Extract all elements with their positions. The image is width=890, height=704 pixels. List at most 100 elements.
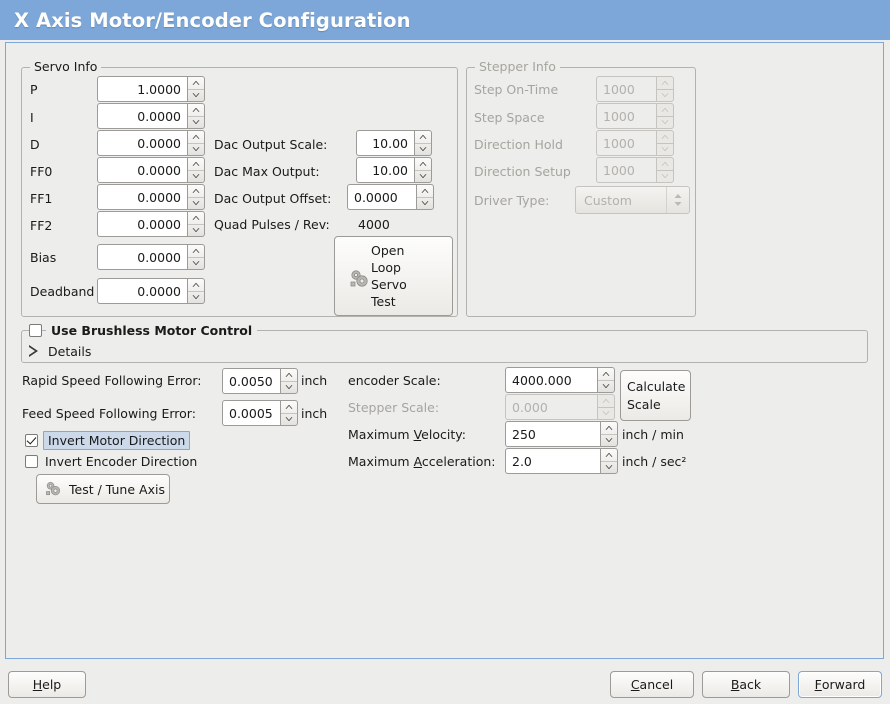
servo-input-d-value[interactable]: 0.0000 [97,130,187,156]
dac-output-offset-stepper[interactable] [416,184,434,210]
gears-icon [347,268,368,287]
spin-down-icon[interactable] [188,116,204,128]
servo-input-ff0-stepper[interactable] [187,157,205,183]
spin-up-icon[interactable] [601,449,617,461]
servo-input-ff0[interactable]: 0.0000 [97,157,205,183]
spin-down-icon[interactable] [598,380,614,392]
spin-up-icon[interactable] [188,212,204,224]
rapid-speed-following-error-value[interactable]: 0.0050 [222,368,280,394]
spin-down-icon[interactable] [417,197,433,209]
feed-error-stepper[interactable] [280,400,298,426]
spin-up-icon[interactable] [188,158,204,170]
spin-down-icon[interactable] [601,434,617,446]
spin-down-icon[interactable] [601,461,617,473]
encoder-scale-input[interactable]: 4000.000 [505,367,615,393]
spin-up-icon[interactable] [188,104,204,116]
servo-input-bias-value[interactable]: 0.0000 [97,244,187,270]
maximum-acceleration-stepper[interactable] [600,448,618,474]
spin-up-icon[interactable] [598,368,614,380]
maximum-velocity-value[interactable]: 250 [505,421,600,447]
servo-input-i-stepper[interactable] [187,103,205,129]
spin-down-icon[interactable] [188,257,204,269]
details-expander[interactable]: Details [28,344,91,359]
servo-input-ff1[interactable]: 0.0000 [97,184,205,210]
spin-up-icon[interactable] [415,131,431,143]
dac-output-scale-value[interactable]: 10.00 [356,130,414,156]
spin-up-icon[interactable] [188,245,204,257]
dac-max-output-value[interactable]: 10.00 [356,157,414,183]
servo-input-i-value[interactable]: 0.0000 [97,103,187,129]
servo-input-d-stepper[interactable] [187,130,205,156]
spin-up-icon[interactable] [281,401,297,413]
maximum-velocity-input[interactable]: 250 [505,421,618,447]
spin-up-icon[interactable] [188,185,204,197]
servo-input-p-stepper[interactable] [187,76,205,102]
servo-input-ff2-stepper[interactable] [187,211,205,237]
encoder-scale-value[interactable]: 4000.000 [505,367,597,393]
feed-speed-following-error-value[interactable]: 0.0005 [222,400,280,426]
spin-down-icon [657,89,673,101]
servo-input-p[interactable]: 1.0000 [97,76,205,102]
spin-down-icon[interactable] [188,170,204,182]
gears-icon [43,480,63,498]
spin-up-icon[interactable] [601,422,617,434]
servo-input-bias[interactable]: 0.0000 [97,244,205,270]
dac-max-output-input[interactable]: 10.00 [356,157,432,183]
rapid-speed-following-error-input[interactable]: 0.0050 [222,368,298,394]
open-loop-servo-test-button[interactable]: Open Loop Servo Test [334,236,453,316]
max-accel-mnemonic: A [413,454,422,469]
maximum-velocity-stepper[interactable] [600,421,618,447]
maximum-acceleration-value[interactable]: 2.0 [505,448,600,474]
chevron-right-icon[interactable] [28,345,40,358]
servo-input-ff0-value[interactable]: 0.0000 [97,157,187,183]
invert-encoder-direction-checkbox[interactable]: Invert Encoder Direction [25,454,197,469]
spin-down-icon[interactable] [281,413,297,425]
spin-down-icon[interactable] [188,143,204,155]
spin-down-icon[interactable] [188,224,204,236]
dac-output-scale-input[interactable]: 10.00 [356,130,432,156]
calculate-scale-line-1: Calculate [627,378,686,394]
spin-down-icon[interactable] [188,197,204,209]
servo-input-ff2-value[interactable]: 0.0000 [97,211,187,237]
spin-up-icon[interactable] [188,131,204,143]
servo-input-p-value[interactable]: 1.0000 [97,76,187,102]
checkbox-box[interactable] [29,324,42,337]
spin-down-icon[interactable] [188,89,204,101]
checkbox-box[interactable] [25,455,38,468]
servo-input-ff1-value[interactable]: 0.0000 [97,184,187,210]
calculate-scale-button[interactable]: Calculate Scale [620,370,691,421]
dac-max-output-stepper[interactable] [414,157,432,183]
encoder-scale-stepper[interactable] [597,367,615,393]
servo-input-i[interactable]: 0.0000 [97,103,205,129]
dac-output-scale-stepper[interactable] [414,130,432,156]
servo-input-ff1-stepper[interactable] [187,184,205,210]
servo-input-deadband-stepper[interactable] [187,278,205,304]
use-brushless-motor-control-checkbox[interactable]: Use Brushless Motor Control [29,323,258,338]
servo-input-ff2[interactable]: 0.0000 [97,211,205,237]
maximum-acceleration-input[interactable]: 2.0 [505,448,618,474]
dac-output-offset-value[interactable]: 0.0000 [347,184,416,210]
spin-down-icon[interactable] [281,381,297,393]
spin-up-icon[interactable] [417,185,433,197]
spin-up-icon[interactable] [188,279,204,291]
spin-down-icon[interactable] [415,170,431,182]
servo-input-deadband[interactable]: 0.0000 [97,278,205,304]
servo-input-bias-stepper[interactable] [187,244,205,270]
servo-input-deadband-value[interactable]: 0.0000 [97,278,187,304]
spin-down-icon[interactable] [415,143,431,155]
servo-input-d[interactable]: 0.0000 [97,130,205,156]
spin-down-icon[interactable] [188,291,204,303]
feed-speed-following-error-input[interactable]: 0.0005 [222,400,298,426]
dac-output-offset-input[interactable]: 0.0000 [347,184,434,210]
spin-up-icon[interactable] [188,77,204,89]
invert-motor-direction-checkbox[interactable]: Invert Motor Direction [25,431,191,450]
checkbox-box[interactable] [25,434,38,447]
spin-up-icon[interactable] [281,369,297,381]
spin-up-icon[interactable] [415,158,431,170]
test-tune-axis-button[interactable]: Test / Tune Axis [36,474,170,504]
rapid-error-stepper[interactable] [280,368,298,394]
